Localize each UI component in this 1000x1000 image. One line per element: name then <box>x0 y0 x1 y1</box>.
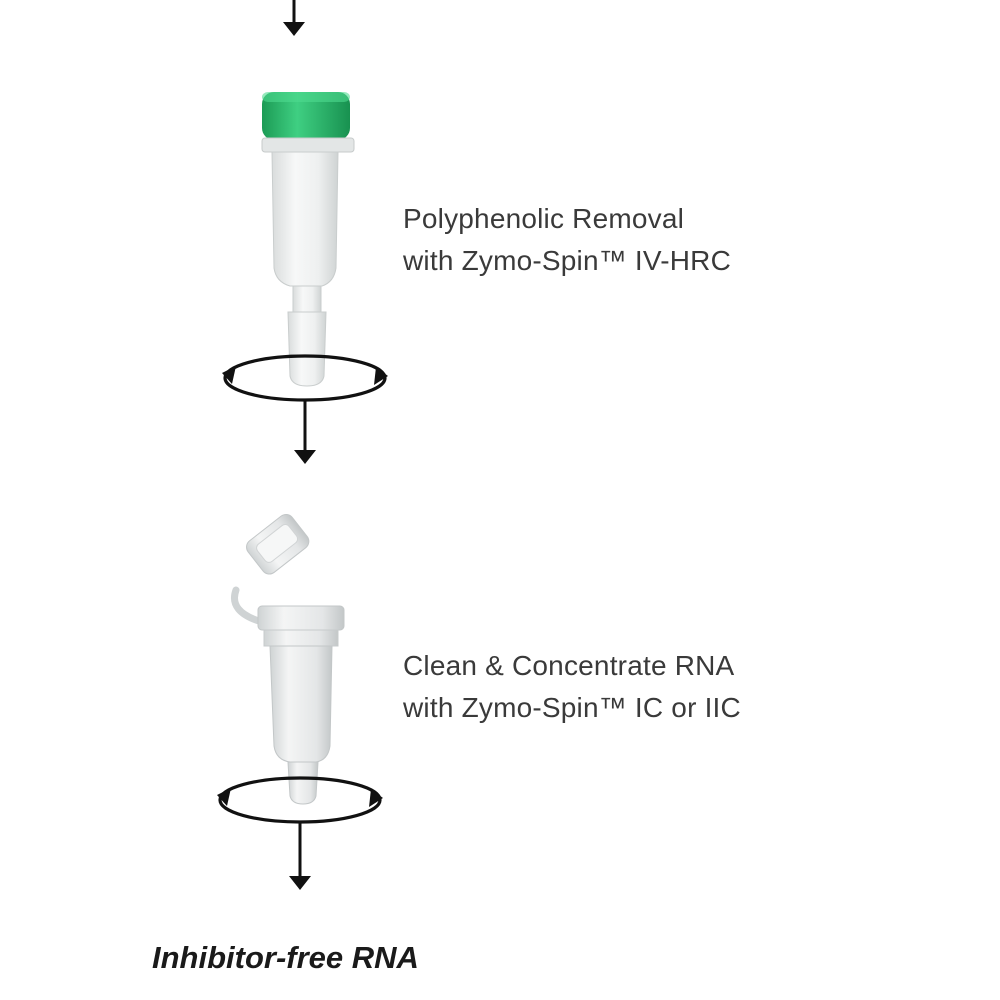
step-label-clean-concentrate: Clean & Concentrate RNA with Zymo-Spin™ … <box>403 645 741 729</box>
down-arrow-icon <box>294 400 316 464</box>
step-label-line: with Zymo-Spin™ IV-HRC <box>403 240 731 282</box>
spin-column-flip-cap-icon <box>234 511 344 804</box>
step-label-line: Polyphenolic Removal <box>403 198 731 240</box>
step-label-line: Clean & Concentrate RNA <box>403 645 741 687</box>
step-label-line: with Zymo-Spin™ IC or IIC <box>403 687 741 729</box>
down-arrow-icon <box>289 822 311 890</box>
step-label-polyphenolic-removal: Polyphenolic Removal with Zymo-Spin™ IV-… <box>403 198 731 282</box>
result-label: Inhibitor-free RNA <box>152 940 419 976</box>
down-arrow-icon <box>283 0 305 36</box>
spin-column-green-cap-icon <box>262 92 354 386</box>
